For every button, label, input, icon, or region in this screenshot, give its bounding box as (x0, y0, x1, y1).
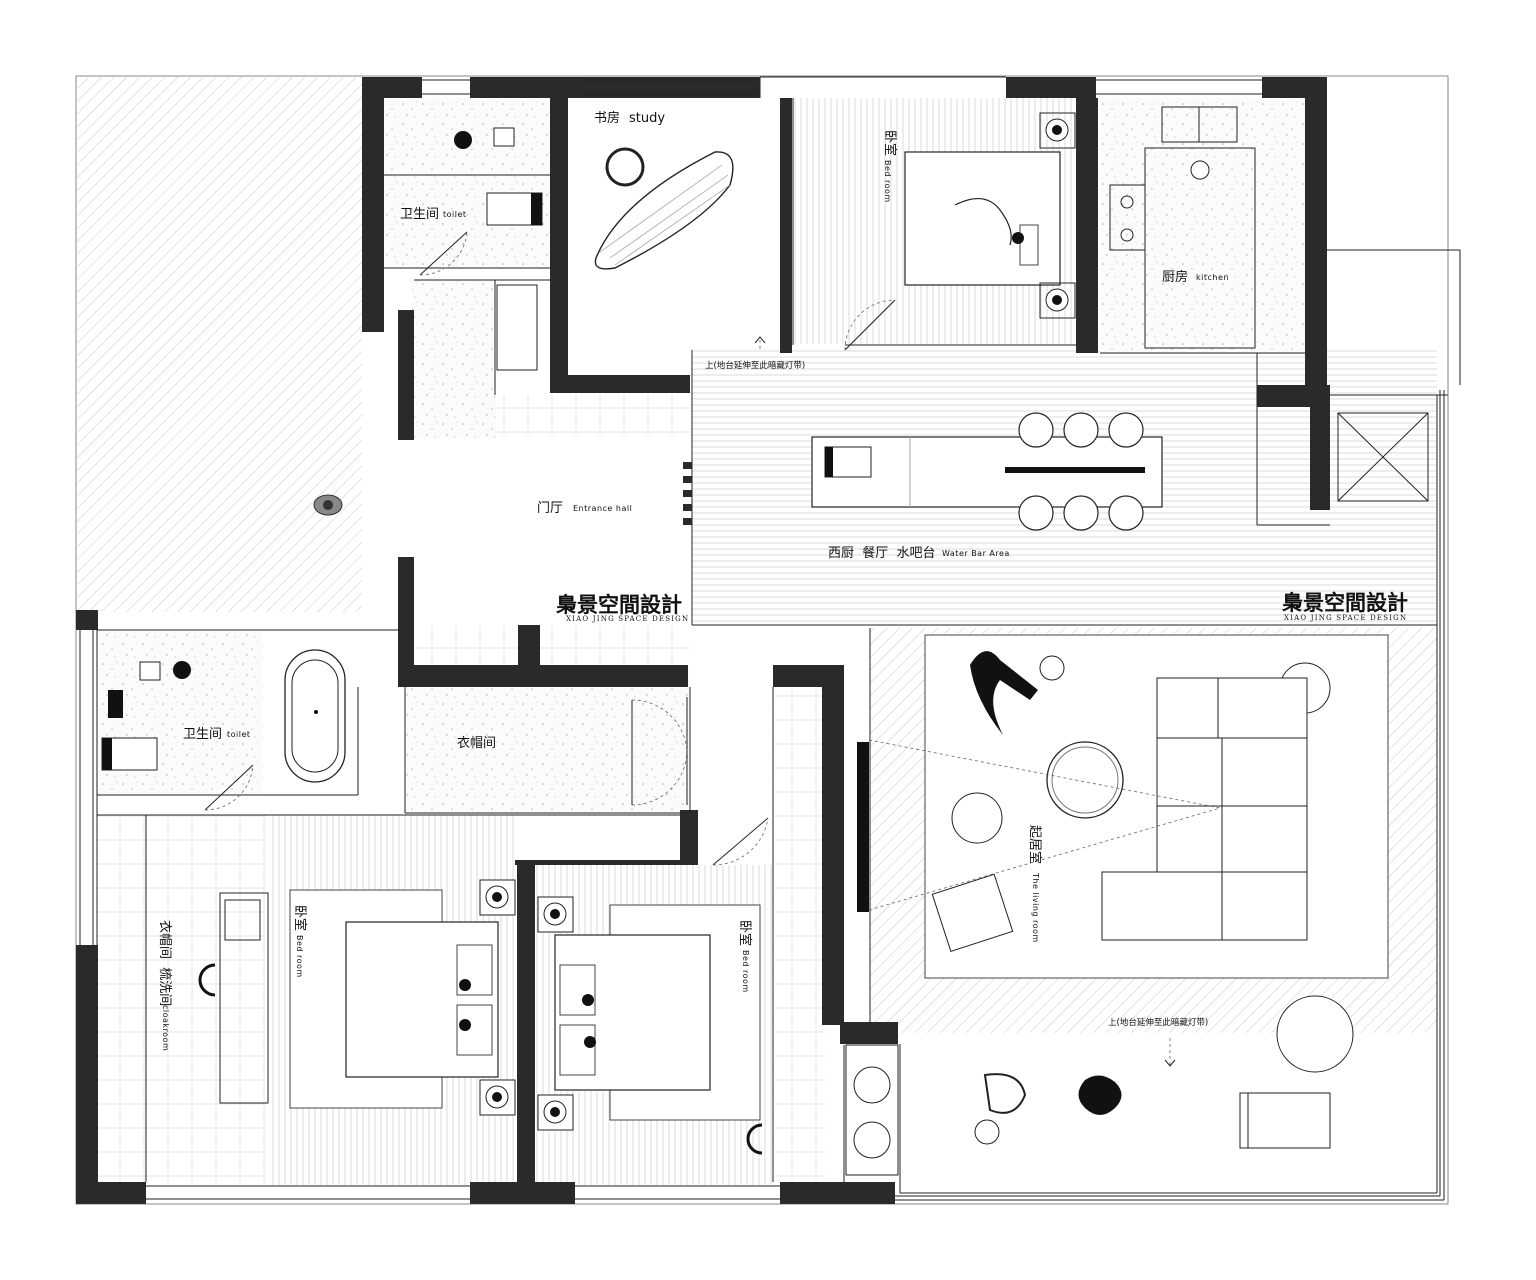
brand-sub-right: XIAO JING SPACE DESIGN (1284, 614, 1407, 622)
kitchen-label-en: kitchen (1196, 273, 1229, 282)
cloak-left-label-cn: 衣帽间 梳洗间 (157, 920, 173, 1006)
entrance-door (683, 462, 692, 525)
cloak-mid-label: 衣帽间 (457, 735, 496, 751)
doors (204, 231, 896, 866)
person-terrace (313, 494, 343, 516)
terrace-left (77, 77, 362, 612)
entrance-floor (415, 438, 692, 625)
entrance-label-en: Entrance hall (573, 504, 632, 513)
study-label-en: study (629, 111, 665, 126)
step-arrows (754, 336, 1176, 1067)
kitchen-furniture (1109, 106, 1256, 349)
stairs-top (495, 395, 690, 435)
windows (79, 79, 1445, 1201)
cloak-left-label-en: cloakroom (161, 1005, 170, 1051)
toilet-top-label-en: toilet (443, 210, 467, 219)
step-note-top: 上(地台延伸至此暗藏灯带) (705, 360, 805, 371)
terrace-bottom-right (900, 1033, 1438, 1193)
island (811, 436, 1163, 508)
bed-right (537, 896, 763, 1155)
toilet-top-fixtures (454, 127, 543, 371)
bedroom-right-label-cn: 卧室 (737, 920, 753, 946)
living-label-cn: 起居室 (1027, 825, 1043, 864)
toilet-left-label-en: toilet (227, 730, 251, 739)
site-boundary (75, 75, 1449, 1205)
cloakroom-left-fixtures (198, 892, 269, 1104)
bed-left (289, 879, 516, 1116)
kitchen-label-cn: 厨房 (1162, 269, 1188, 285)
toilet-top-floor (383, 98, 551, 268)
cloak-mid-floor (405, 688, 690, 813)
interior-lines (96, 76, 1461, 1194)
corridor-floor (412, 280, 496, 438)
toilet-left-fixtures (101, 649, 346, 783)
toilet-left-label-cn: 卫生间 (183, 727, 222, 742)
tv-panel (857, 742, 869, 912)
walls (76, 77, 1330, 1204)
brand-mark-left: 梟景空間設計 (555, 592, 682, 617)
elevator (1337, 412, 1429, 502)
brand-sub-left: XIAO JING SPACE DESIGN (566, 615, 689, 623)
study-furniture (594, 147, 734, 270)
toilet-top-label-cn: 卫生间 (400, 207, 439, 222)
living-label-en: The living room (1031, 872, 1040, 943)
bedroom-top-label-en: Bed room (883, 160, 892, 203)
bedroom-right-label-en: Bed room (741, 950, 750, 993)
terrace-furniture (845, 995, 1354, 1176)
step-note-bottom: 上(地台延伸至此暗藏灯带) (1108, 1017, 1208, 1028)
living-furniture (868, 651, 1331, 953)
bedroom-left-label-en: Bed room (295, 935, 304, 978)
cloak-left-floor (97, 815, 267, 1185)
dining-label-en: Water Bar Area (942, 549, 1010, 558)
entrance-label-cn: 门厅 (537, 501, 563, 516)
strip-right-floor (775, 690, 825, 1180)
dining-chairs (1018, 412, 1144, 531)
bedroom-left-label-cn: 卧室 (292, 905, 308, 931)
dining-label-cn: 西厨 餐厅 水吧台 (828, 545, 936, 561)
top-bed (904, 112, 1076, 319)
study-label-cn: 书房 (594, 110, 620, 126)
kitchen-floor (1100, 98, 1305, 353)
brand-mark-right: 梟景空間設計 (1281, 590, 1408, 615)
bedroom-top-label-cn: 卧室 (882, 130, 898, 156)
